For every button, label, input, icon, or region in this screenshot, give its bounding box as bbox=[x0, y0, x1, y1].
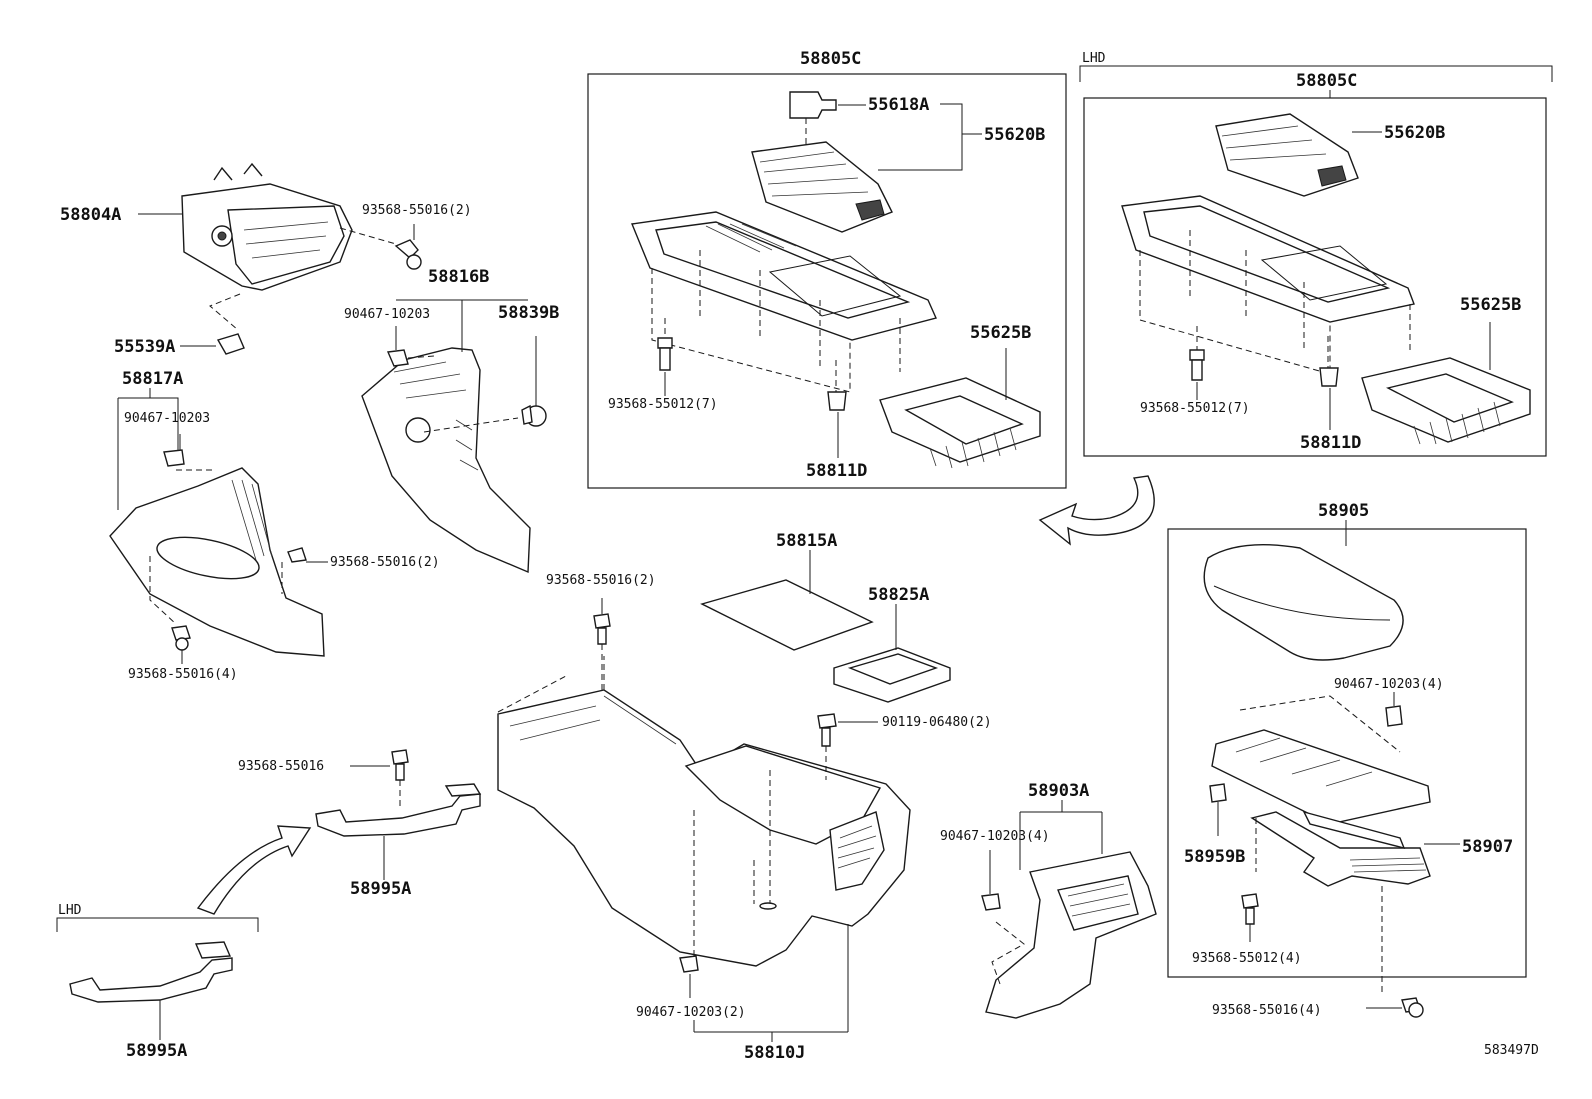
clip-58811d-right-drawing bbox=[1319, 336, 1339, 387]
label-93568-55012-4: 93568-55012(4) bbox=[1192, 951, 1302, 966]
label-55620b-left: 55620B bbox=[984, 125, 1045, 145]
frame-58805c-right bbox=[1083, 97, 1547, 457]
diagram-id: 583497D bbox=[1484, 1043, 1539, 1058]
label-55620b-right: 55620B bbox=[1384, 123, 1445, 143]
bolt-93568-55012-right-drawing bbox=[1189, 326, 1205, 381]
part-58905-hinge-plate-drawing bbox=[1211, 695, 1431, 825]
bolt-90119-06480-drawing bbox=[817, 713, 878, 780]
label-93568-55016: 93568-55016 bbox=[238, 759, 324, 774]
curved-arrow-right bbox=[1038, 475, 1155, 546]
part-58817a-drawing bbox=[109, 467, 325, 657]
part-55539a-drawing bbox=[180, 333, 245, 355]
part-58903a-drawing bbox=[985, 851, 1157, 1019]
part-58905-lid-drawing bbox=[1203, 520, 1404, 661]
clip-58811d-left-drawing bbox=[827, 360, 847, 411]
label-55618a: 55618A bbox=[868, 95, 929, 115]
label-93568-55016-4-left: 93568-55016(4) bbox=[128, 667, 238, 682]
lhd-bracket-bottom bbox=[56, 917, 259, 932]
label-58995a-lower: 58995A bbox=[126, 1041, 187, 1061]
part-58816b-drawing bbox=[361, 347, 531, 574]
frame-58805c-left bbox=[587, 73, 1067, 489]
part-58804a-drawing bbox=[138, 162, 397, 331]
bolt-93568-55016-left-mid-drawing bbox=[287, 547, 328, 563]
leader-58903a bbox=[1019, 800, 1103, 870]
label-58811d-left: 58811D bbox=[806, 461, 867, 481]
clip-90467-10203-mid-drawing bbox=[386, 326, 435, 367]
label-90467-10203-4-lower: 90467-10203(4) bbox=[940, 829, 1050, 844]
label-55539a: 55539A bbox=[114, 337, 175, 357]
label-58810j: 58810J bbox=[744, 1043, 805, 1063]
label-55625b-left: 55625B bbox=[970, 323, 1031, 343]
bolt-93568-55012-left-drawing bbox=[657, 318, 673, 371]
assembly-58805c-right bbox=[1121, 90, 1531, 445]
label-58959b: 58959B bbox=[1184, 847, 1245, 867]
curved-arrow-left bbox=[196, 825, 312, 915]
part-55620b-right-drawing bbox=[1215, 113, 1359, 197]
part-58995a-lower-drawing bbox=[69, 941, 233, 1040]
label-90119-06480-2: 90119-06480(2) bbox=[882, 715, 992, 730]
part-58825a-drawing bbox=[833, 604, 951, 703]
leader-58816b bbox=[396, 299, 528, 352]
part-58815a-drawing bbox=[700, 550, 874, 651]
part-55625b-left-drawing bbox=[879, 377, 1041, 469]
label-93568-55016-2-left: 93568-55016(2) bbox=[330, 555, 440, 570]
label-58805c-left: 58805C bbox=[800, 49, 861, 69]
label-55625b-right: 55625B bbox=[1460, 295, 1521, 315]
label-93568-55012-7-left: 93568-55012(7) bbox=[608, 397, 718, 412]
part-55620b-left-drawing bbox=[751, 141, 893, 233]
bolt-93568-55016-4-right-drawing bbox=[1366, 997, 1424, 1018]
label-90467-10203-left: 90467-10203 bbox=[124, 411, 210, 426]
label-93568-55016-4-right: 93568-55016(4) bbox=[1212, 1003, 1322, 1018]
part-console-upper-tray-drawing bbox=[631, 211, 937, 393]
clip-90467-10203-4-right-drawing bbox=[1385, 692, 1403, 727]
label-58815a: 58815A bbox=[776, 531, 837, 551]
bolt-93568-55016-center-drawing bbox=[593, 598, 611, 690]
part-58995a-upper-drawing bbox=[315, 783, 482, 880]
part-58810j-drawing bbox=[497, 656, 911, 967]
leader-58810j bbox=[693, 924, 849, 1042]
lhd-label-top: LHD bbox=[1082, 51, 1106, 66]
bolt-93568-55016-top-drawing bbox=[394, 224, 422, 270]
label-58825a: 58825A bbox=[868, 585, 929, 605]
bolt-93568-55016-bracket-drawing bbox=[350, 749, 409, 810]
bolt-93568-55012-4-drawing bbox=[1241, 893, 1259, 942]
label-58805c-right: 58805C bbox=[1296, 71, 1357, 91]
part-55618a-drawing bbox=[789, 91, 837, 119]
labels: LHD LHD 58805C 58805C 55618A 55620B 5562… bbox=[58, 49, 1539, 1063]
frame-58905 bbox=[1167, 528, 1527, 978]
label-58903a: 58903A bbox=[1028, 781, 1089, 801]
label-93568-55012-7-right: 93568-55012(7) bbox=[1140, 401, 1250, 416]
part-58839b-drawing bbox=[521, 336, 547, 427]
label-58995a-upper: 58995A bbox=[350, 879, 411, 899]
lhd-label-bottom: LHD bbox=[58, 903, 82, 918]
label-58905: 58905 bbox=[1318, 501, 1369, 521]
clip-90467-10203-2-drawing bbox=[679, 955, 699, 998]
label-58839b: 58839B bbox=[498, 303, 559, 323]
clip-90467-10203-left-drawing bbox=[163, 434, 185, 467]
label-58811d-right: 58811D bbox=[1300, 433, 1361, 453]
frames bbox=[56, 65, 1553, 978]
bolt-93568-55016-left-low-drawing bbox=[171, 625, 191, 664]
label-90467-10203-4-right: 90467-10203(4) bbox=[1334, 677, 1444, 692]
label-90467-10203-mid: 90467-10203 bbox=[344, 307, 430, 322]
lhd-bracket-top bbox=[1079, 65, 1553, 82]
label-58817a: 58817A bbox=[122, 369, 183, 389]
part-55625b-right-drawing bbox=[1361, 357, 1531, 445]
part-console-upper-tray-right-drawing bbox=[1121, 195, 1415, 375]
label-90467-10203-2: 90467-10203(2) bbox=[636, 1005, 746, 1020]
label-58804a: 58804A bbox=[60, 205, 121, 225]
label-93568-55016-2-top: 93568-55016(2) bbox=[362, 203, 472, 218]
clip-90467-10203-4-lower-drawing bbox=[981, 850, 1001, 911]
leader-58817a bbox=[117, 388, 179, 510]
label-58907: 58907 bbox=[1462, 837, 1513, 857]
part-58907-drawing bbox=[1250, 810, 1460, 996]
label-58816b: 58816B bbox=[428, 267, 489, 287]
label-93568-55016-2-center: 93568-55016(2) bbox=[546, 573, 656, 588]
assembly-58805c-left bbox=[631, 91, 1041, 469]
part-58959b-drawing bbox=[1209, 783, 1227, 836]
